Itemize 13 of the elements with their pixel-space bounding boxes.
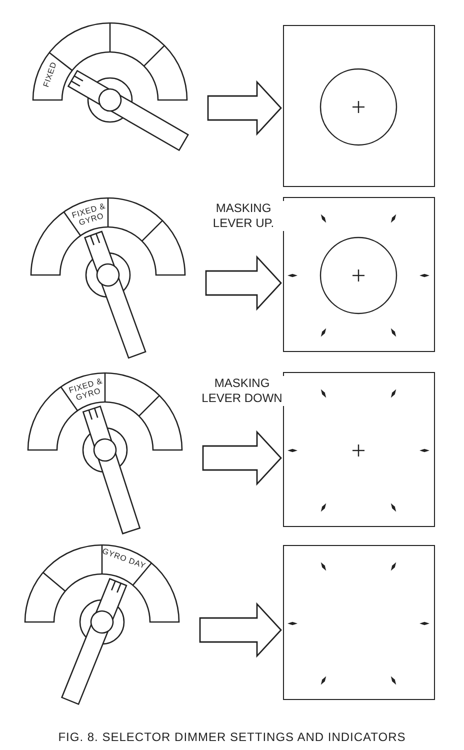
dial-label: FIXED & GYRO bbox=[69, 200, 108, 230]
reticle-box bbox=[283, 545, 435, 700]
figure-caption: FIG. 8. SELECTOR DIMMER SETTINGS AND INDICATORS bbox=[57, 730, 407, 744]
block-arrow bbox=[205, 255, 282, 311]
reticle-box bbox=[283, 372, 435, 527]
dial-label: FIXED & GYRO bbox=[66, 375, 104, 404]
block-arrow bbox=[207, 80, 282, 136]
block-arrow bbox=[199, 602, 282, 658]
dial-label: GYRO DAY bbox=[100, 545, 148, 572]
block-arrow bbox=[202, 430, 282, 486]
reticle-box bbox=[283, 197, 435, 352]
reticle-box bbox=[283, 25, 435, 187]
dial-label: FIXED bbox=[40, 60, 60, 91]
